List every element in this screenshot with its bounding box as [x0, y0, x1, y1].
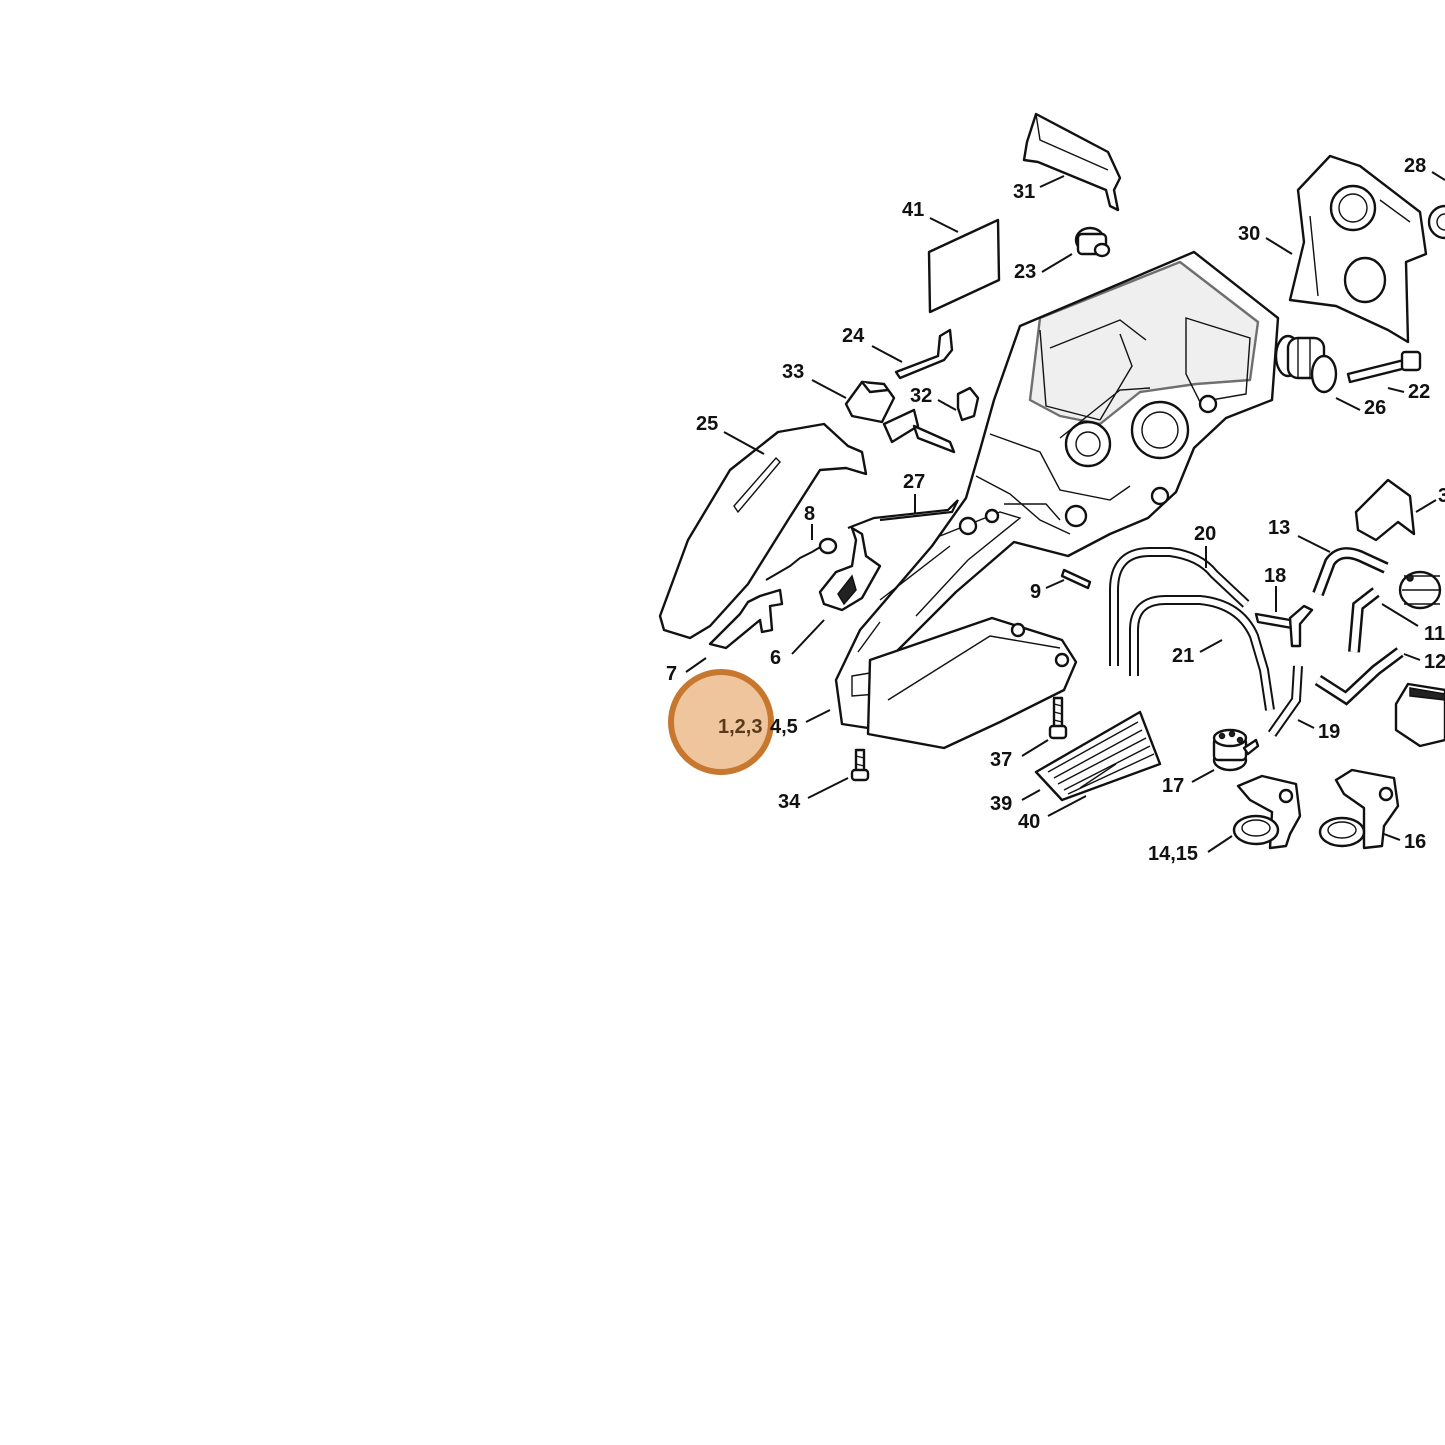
- part-19-hose: [1267, 665, 1303, 737]
- label-14-15: 14,15: [1148, 843, 1198, 865]
- leader-14-15: [1207, 835, 1233, 853]
- part-main-housing: [834, 250, 1280, 730]
- leader-17: [1191, 769, 1215, 783]
- label-24: 24: [842, 325, 865, 347]
- label-26: 26: [1364, 397, 1386, 419]
- label-30: 30: [1238, 223, 1260, 245]
- part-26-buffer: [1274, 334, 1338, 394]
- part-20-21-hoses: [1109, 547, 1275, 711]
- highlight-label: 1,2,3: [718, 716, 762, 738]
- leader-16: [1383, 833, 1401, 841]
- label-7: 7: [666, 663, 677, 685]
- label-25: 25: [696, 413, 718, 435]
- label-31: 31: [1013, 181, 1035, 203]
- part-right-block: [1394, 682, 1445, 748]
- part-23-plug: [1074, 226, 1111, 258]
- label-23: 23: [1014, 261, 1036, 283]
- leader-31: [1039, 175, 1065, 188]
- label-13: 13: [1268, 517, 1290, 539]
- label-8: 8: [804, 503, 815, 525]
- part-16-bracket: [1318, 768, 1400, 850]
- leader-33: [811, 379, 847, 399]
- leader-41: [929, 217, 959, 233]
- label-16: 16: [1404, 831, 1426, 853]
- leader-32: [937, 399, 957, 411]
- label-19: 19: [1318, 721, 1340, 743]
- label-39: 39: [990, 793, 1012, 815]
- leader-37: [1021, 739, 1049, 757]
- leader-4-5: [805, 709, 831, 723]
- part-30-shroud: [1288, 154, 1428, 344]
- part-7-interlock: [708, 588, 784, 650]
- part-3x-cover: [1354, 478, 1416, 542]
- part-8-spring: [765, 537, 838, 581]
- part-31-cover: [1022, 112, 1122, 212]
- label-21: 21: [1172, 645, 1194, 667]
- part-32-bracket: [956, 386, 980, 422]
- leader-39: [1021, 789, 1041, 801]
- leader-13: [1297, 535, 1331, 553]
- part-tank-bottom: [866, 616, 1078, 750]
- label-22: 22: [1408, 381, 1430, 403]
- part-13-hose: [1312, 547, 1389, 653]
- label-17: 17: [1162, 775, 1184, 797]
- label-20: 20: [1194, 523, 1216, 545]
- part-39-40-plate: [1034, 710, 1162, 802]
- label-32: 32: [910, 385, 932, 407]
- part-28: [1427, 204, 1445, 240]
- label-27: 27: [903, 471, 925, 493]
- part-37-screw: [1048, 696, 1068, 740]
- part-22-screw: [1346, 350, 1422, 384]
- part-33-lockout: [844, 380, 956, 454]
- leader-11: [1381, 603, 1419, 627]
- leader-25: [723, 431, 765, 455]
- part-6-trigger: [818, 526, 882, 612]
- part-14-15-bracket: [1232, 774, 1302, 850]
- part-25-handle-cover: [658, 422, 868, 640]
- leader-19: [1297, 719, 1315, 729]
- label-34: 34: [778, 791, 801, 813]
- label-37: 37: [990, 749, 1012, 771]
- part-17-pickup: [1212, 728, 1260, 772]
- label-12: 12: [1424, 651, 1445, 673]
- label-33: 33: [782, 361, 804, 383]
- leader-24: [871, 345, 903, 363]
- leader-28: [1431, 171, 1445, 181]
- highlight-marker[interactable]: 1,2,3: [668, 669, 774, 775]
- part-12-hose: [1314, 647, 1404, 706]
- leader-26: [1335, 397, 1361, 411]
- leader-40: [1047, 795, 1087, 817]
- leader-23: [1041, 253, 1073, 273]
- leader-6: [791, 619, 825, 655]
- part-18-connector: [1254, 604, 1314, 648]
- label-4-5: 4,5: [770, 716, 798, 738]
- label-41: 41: [902, 199, 924, 221]
- leader-21: [1199, 639, 1223, 653]
- label-40: 40: [1018, 811, 1040, 833]
- leader-3x: [1415, 499, 1437, 513]
- label-11: 11: [1424, 623, 1445, 645]
- part-9-pin: [1060, 568, 1092, 590]
- label-28: 28: [1404, 155, 1426, 177]
- label-9: 9: [1030, 581, 1041, 603]
- leader-9: [1045, 579, 1065, 589]
- label-3x: 3: [1438, 485, 1445, 507]
- leader-12: [1403, 653, 1421, 661]
- label-18: 18: [1264, 565, 1286, 587]
- part-27-spring: [847, 499, 959, 530]
- leader-7: [685, 657, 707, 673]
- label-6: 6: [770, 647, 781, 669]
- part-34-screw: [850, 748, 870, 782]
- part-41-sticker: [927, 218, 1001, 314]
- leader-30: [1265, 237, 1293, 255]
- leader-22: [1387, 387, 1405, 393]
- part-11-valve: [1398, 570, 1442, 610]
- part-24-lever: [894, 328, 954, 380]
- leader-34: [807, 777, 849, 799]
